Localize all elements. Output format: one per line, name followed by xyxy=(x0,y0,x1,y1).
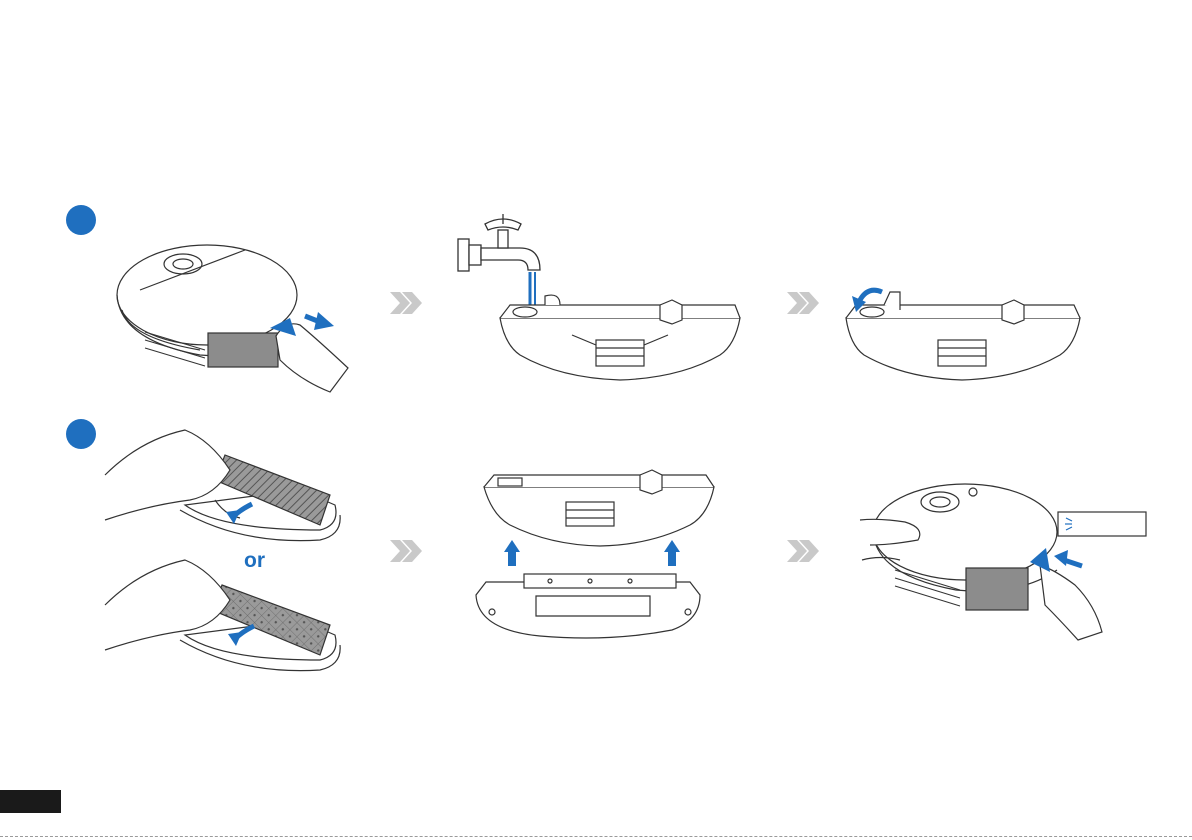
arrow-up-icon xyxy=(664,540,680,566)
chevron-double-right-icon xyxy=(787,292,819,314)
water-faucet-icon xyxy=(458,214,540,271)
arrow-right-blue-icon xyxy=(305,312,334,330)
water-tank-attach-illustration xyxy=(484,470,714,546)
chevron-double-right-icon xyxy=(787,540,819,562)
page-number-tab xyxy=(0,790,61,813)
water-stream xyxy=(530,272,535,310)
page-cut-line xyxy=(0,836,1192,837)
arrow-up-icon xyxy=(504,540,520,566)
mop-pad-velcro-alt-illustration xyxy=(105,560,340,671)
robot-insert-tank-illustration xyxy=(860,484,1146,640)
water-tank-filling-illustration xyxy=(500,295,740,380)
mop-pad-velcro-illustration xyxy=(105,430,340,541)
water-tank-close-cap-illustration xyxy=(846,292,1080,380)
chevron-double-right-icon xyxy=(390,540,422,562)
mop-plate-illustration xyxy=(476,574,700,638)
chevron-double-right-icon xyxy=(390,292,422,314)
or-label: or xyxy=(244,549,265,573)
